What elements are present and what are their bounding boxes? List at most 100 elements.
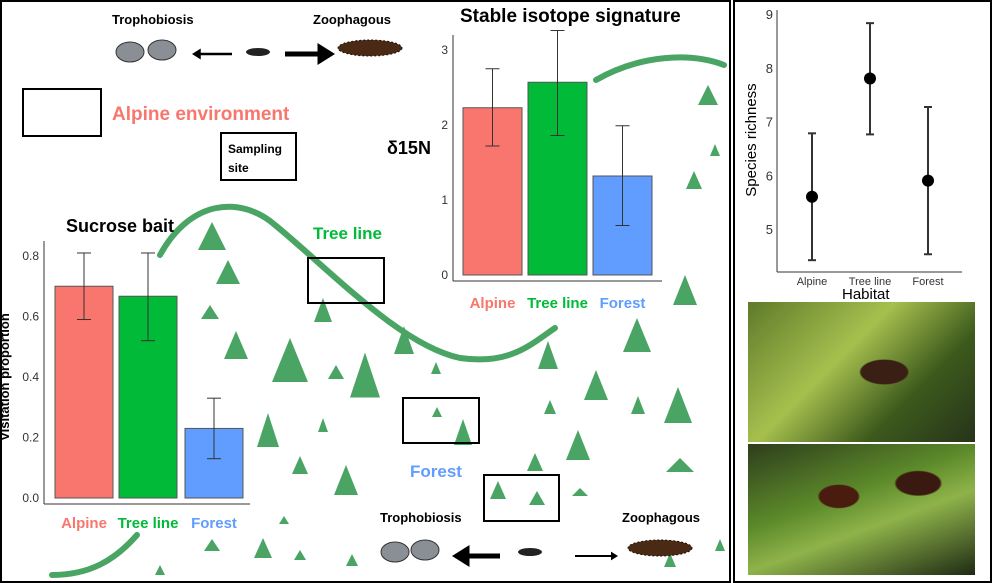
tree-icon <box>314 298 332 322</box>
tree-icon <box>204 539 220 551</box>
isotope-ytick-label: 3 <box>441 43 448 57</box>
sucrose-category-label: Forest <box>191 515 237 532</box>
sucrose-category-label: Tree line <box>118 515 179 532</box>
aphid-icon <box>410 539 440 561</box>
richness-xlabel: Habitat <box>842 286 890 303</box>
richness-ytick-label: 7 <box>766 115 773 130</box>
tree-icon <box>529 491 545 505</box>
richness-panel <box>733 0 992 583</box>
sampling-site-legend: Sampling site <box>220 132 297 181</box>
zoophagous-label-bottom: Zoophagous <box>622 510 700 525</box>
tree-line-curve <box>49 532 140 578</box>
tree-icon <box>664 387 692 423</box>
tree-line-curve <box>593 54 727 83</box>
ant-photo-bottom <box>748 444 975 575</box>
richness-point <box>864 72 876 85</box>
tree-icon <box>710 144 720 156</box>
tree-icon <box>216 260 240 284</box>
arrow-trophobiosis-bottom-head <box>452 545 470 567</box>
tree-icon <box>432 407 442 417</box>
tree-icon <box>538 341 558 369</box>
tree-line-label: Tree line <box>313 224 382 243</box>
tree-icon <box>454 419 472 445</box>
sampling-site-label: Sampling site <box>228 142 283 175</box>
richness-ytick-label: 5 <box>766 222 773 237</box>
tree-icon <box>715 539 725 551</box>
caterpillar-icon <box>337 39 403 57</box>
tree-icon <box>318 418 328 432</box>
tree-icon <box>673 275 697 305</box>
sucrose-ytick-label: 0.0 <box>22 491 39 505</box>
treeline-site-box <box>307 257 385 304</box>
ant-icon <box>246 48 270 56</box>
isotope-category-label: Alpine <box>470 295 516 312</box>
ant-icon <box>518 548 542 556</box>
ant-photo-top <box>748 302 975 442</box>
richness-category-label: Tree line <box>849 276 891 288</box>
sucrose-title: Sucrose bait <box>66 216 175 236</box>
tree-icon <box>666 458 694 472</box>
tree-icon <box>631 396 645 414</box>
tree-icon <box>584 370 608 400</box>
tree-icon <box>698 85 718 105</box>
zoophagous-label-top: Zoophagous <box>313 12 391 27</box>
forest-site-box-2 <box>483 474 560 522</box>
sucrose-ytick-label: 0.8 <box>22 249 39 263</box>
sucrose-ytick-label: 0.6 <box>22 310 39 324</box>
isotope-title: Stable isotope signature <box>460 6 681 27</box>
tree-line-curve <box>157 203 558 363</box>
isotope-category-label: Forest <box>600 295 646 312</box>
caterpillar-icon <box>627 539 693 557</box>
richness-ytick-label: 6 <box>766 168 773 183</box>
arrow-trophobiosis-top-head <box>192 48 201 60</box>
tree-icon <box>686 171 702 189</box>
richness-point <box>806 190 818 203</box>
trophobiosis-label-top: Trophobiosis <box>112 12 194 27</box>
forest-site-box-1 <box>402 397 480 444</box>
diagram-panel <box>0 0 731 583</box>
alpine-environment-label: Alpine environment <box>112 104 290 125</box>
tree-icon <box>664 553 676 567</box>
tree-icon <box>198 222 226 250</box>
arrow-zoophagous-top-head <box>317 43 335 65</box>
aphid-icon <box>115 41 145 63</box>
richness-ytick-label: 9 <box>766 7 773 22</box>
tree-icon <box>566 430 590 460</box>
tree-icon <box>201 305 219 319</box>
tree-icon <box>257 413 279 447</box>
forest-label: Forest <box>410 462 462 481</box>
sucrose-bar-0 <box>54 285 114 499</box>
richness-point <box>922 174 934 187</box>
tree-icon <box>334 465 358 495</box>
delta15n-label: δ15N <box>387 138 431 158</box>
sucrose-ytick-label: 0.2 <box>22 431 39 445</box>
tree-icon <box>346 554 358 566</box>
sucrose-category-label: Alpine <box>61 515 107 532</box>
isotope-category-label: Tree line <box>527 295 588 312</box>
tree-icon <box>155 565 165 575</box>
tree-icon <box>279 516 289 524</box>
tree-icon <box>544 400 556 414</box>
arrow-zoophagous-bottom-head <box>611 551 618 561</box>
tree-icon <box>490 481 506 499</box>
sucrose-ytick-label: 0.4 <box>22 370 39 384</box>
tree-icon <box>328 365 344 379</box>
tree-icon <box>623 318 651 352</box>
isotope-ytick-label: 1 <box>441 193 448 207</box>
tree-icon <box>572 488 588 496</box>
trophobiosis-label-bottom: Trophobiosis <box>380 510 462 525</box>
tree-icon <box>350 352 380 398</box>
isotope-ytick-label: 2 <box>441 118 448 132</box>
aphid-icon <box>147 39 177 61</box>
aphid-icon <box>380 541 410 563</box>
richness-ytick-label: 8 <box>766 61 773 76</box>
isotope-ytick-label: 0 <box>441 268 448 282</box>
tree-icon <box>431 362 441 374</box>
tree-icon <box>224 331 248 359</box>
richness-category-label: Alpine <box>797 276 828 288</box>
tree-icon <box>394 326 414 354</box>
richness-category-label: Forest <box>912 276 943 288</box>
tree-icon <box>527 453 543 471</box>
